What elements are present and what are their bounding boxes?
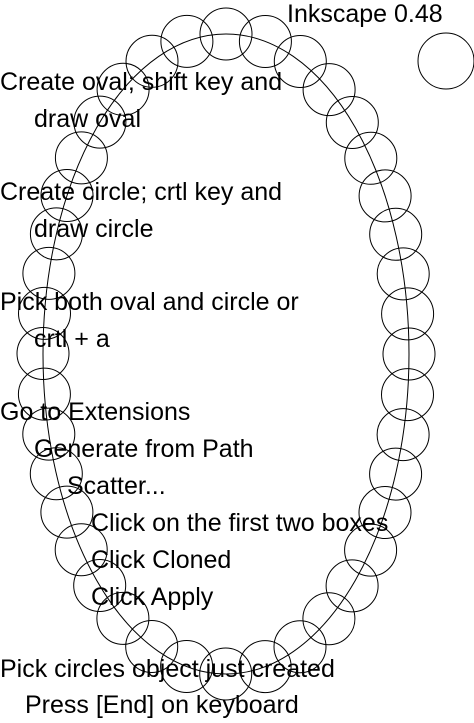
action-first-two-boxes: Click on the first two boxes [91, 509, 389, 537]
circle-clone [325, 559, 379, 613]
step-select-line1: Pick both oval and circle or [0, 288, 299, 316]
circle-clone [54, 131, 108, 185]
circle-clone [376, 247, 430, 301]
circle-clone [22, 407, 76, 461]
circle-clone [199, 647, 253, 701]
generate-from-path-text: Generate from Path [34, 435, 254, 463]
circle-clone [54, 523, 108, 577]
circle-clone [40, 485, 94, 539]
circle-clone [40, 169, 94, 222]
step-oval-line1: Create oval; shift key and [0, 68, 283, 96]
circle-clone [238, 640, 292, 694]
step-oval-line2: draw oval [34, 105, 141, 133]
scattered-circle-clones [16, 7, 436, 701]
circle-clone [73, 95, 127, 149]
step-select-line2: crtl + a [34, 325, 110, 353]
circle-clone [160, 14, 214, 68]
circle-clone [73, 559, 127, 612]
scatter-menu-text: Scatter... [67, 472, 166, 500]
circle-clone [358, 486, 412, 539]
circle-clone [382, 327, 436, 381]
action-cloned: Click Cloned [91, 546, 232, 574]
circle-clone [125, 34, 179, 88]
final-step-line2: Press [End] on keyboard [25, 691, 299, 719]
circle-clone [160, 640, 214, 693]
circle-clone [18, 286, 71, 340]
circle-clone [125, 620, 179, 673]
circle-clone [302, 592, 356, 646]
circle-clone [376, 408, 430, 462]
circle-clone [22, 246, 76, 300]
circle-clone [29, 447, 83, 501]
circle-clone [17, 367, 71, 421]
circle-clone [344, 523, 398, 577]
oval-path [42, 33, 410, 675]
action-apply: Click Apply [91, 583, 214, 611]
circle-clone [325, 96, 379, 149]
app-version-title: Inkscape 0.48 [287, 0, 443, 28]
circle-clone [302, 63, 356, 117]
circle-clone [369, 447, 423, 501]
source-circle [417, 32, 474, 90]
final-step-line1: Pick circles object just created [0, 655, 335, 683]
circle-clone [381, 368, 434, 422]
circle-clone [29, 207, 83, 261]
circle-clone [369, 207, 423, 261]
circle-clone [381, 287, 435, 341]
extensions-menu-text: Go to Extensions [0, 398, 191, 426]
circle-clone [96, 62, 150, 116]
circle-clone [273, 35, 327, 88]
circle-clone [238, 15, 292, 68]
circle-clone [273, 620, 327, 674]
step-circle-line1: Create circle; crtl key and [0, 178, 283, 206]
circle-clone [96, 591, 150, 645]
circle-clone [199, 7, 253, 61]
circle-clone [16, 327, 70, 380]
step-circle-line2: draw circle [34, 215, 154, 243]
circle-clone [344, 131, 398, 185]
circle-clone [358, 169, 412, 223]
